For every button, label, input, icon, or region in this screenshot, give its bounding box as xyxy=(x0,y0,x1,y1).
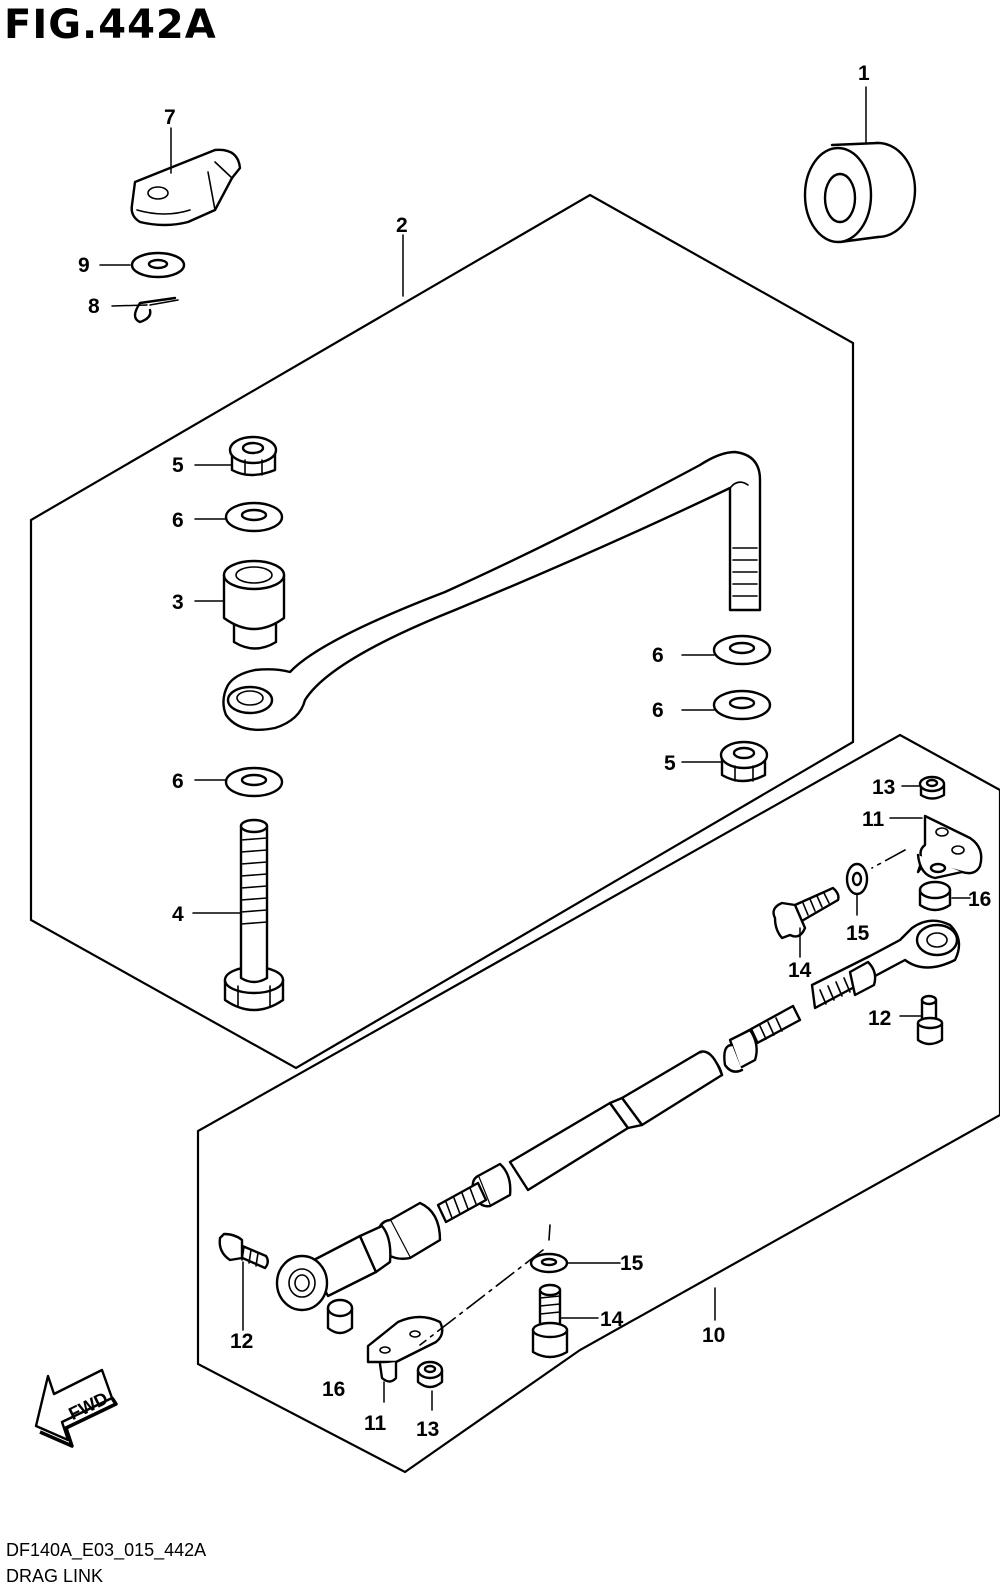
callout-5-upper[interactable]: 5 xyxy=(172,454,184,477)
rod-assembly-part-10[interactable] xyxy=(376,1004,802,1260)
callout-12-right[interactable]: 12 xyxy=(868,1007,891,1030)
washer-part-15-lower[interactable] xyxy=(529,1252,569,1274)
callout-13-upper[interactable]: 13 xyxy=(872,776,895,799)
bolt-part-12-left[interactable] xyxy=(218,1232,269,1270)
bolt-part-14-lower[interactable] xyxy=(531,1283,569,1359)
washer-part-6-top[interactable] xyxy=(224,501,284,533)
callout-6-lower[interactable]: 6 xyxy=(172,770,184,793)
callout-15-upper[interactable]: 15 xyxy=(846,922,870,945)
bolt-part-12-right[interactable] xyxy=(916,994,944,1046)
leader-lines xyxy=(99,86,971,1411)
callout-13-lower[interactable]: 13 xyxy=(416,1418,439,1441)
callout-6-top[interactable]: 6 xyxy=(172,509,184,532)
nut-part-13-upper[interactable] xyxy=(918,775,946,800)
callout-16-upper[interactable]: 16 xyxy=(968,888,991,911)
nut-part-5-upper[interactable] xyxy=(228,435,278,477)
group-box-rod-assembly xyxy=(196,733,1000,1474)
callout-11-lower[interactable]: 11 xyxy=(364,1412,387,1435)
callout-11-upper[interactable]: 11 xyxy=(862,808,885,831)
bracket-part-11-lower[interactable] xyxy=(366,1315,444,1383)
footer-drawing-name: DRAG LINK xyxy=(6,1566,104,1586)
rod-end-part-10-lower[interactable] xyxy=(275,1224,392,1312)
callout-7[interactable]: 7 xyxy=(164,106,176,129)
callout-14-lower[interactable]: 14 xyxy=(600,1308,624,1331)
callout-14-upper[interactable]: 14 xyxy=(788,959,812,982)
callout-4[interactable]: 4 xyxy=(172,903,184,926)
callout-3[interactable]: 3 xyxy=(172,591,184,614)
grommet-part-1[interactable] xyxy=(803,141,917,244)
callout-16-lower[interactable]: 16 xyxy=(322,1378,345,1401)
washer-part-15-upper[interactable] xyxy=(845,862,869,896)
callout-1[interactable]: 1 xyxy=(858,62,870,85)
bracket-part-11-upper[interactable] xyxy=(916,814,983,880)
callout-12-left[interactable]: 12 xyxy=(230,1330,253,1353)
callout-6-right-upper[interactable]: 6 xyxy=(652,644,664,667)
drag-link-rod-part-2[interactable] xyxy=(222,450,762,732)
washer-part-6-right-lower[interactable] xyxy=(712,689,772,721)
callout-8[interactable]: 8 xyxy=(88,295,100,318)
figure-title: FIG.442A xyxy=(4,2,217,48)
assembly-line-lower xyxy=(419,1224,551,1346)
callout-15-lower[interactable]: 15 xyxy=(620,1252,644,1275)
footer-drawing-code: DF140A_E03_015_442A xyxy=(6,1540,207,1560)
assembly-line-upper xyxy=(871,849,906,869)
spacer-part-16-upper[interactable] xyxy=(918,880,952,912)
spacer-part-16-lower[interactable] xyxy=(326,1298,354,1335)
nut-part-13-lower[interactable] xyxy=(416,1360,444,1389)
joint-part-7[interactable] xyxy=(130,148,242,227)
callout-5-lower[interactable]: 5 xyxy=(664,752,676,775)
cotter-pin-part-8[interactable] xyxy=(133,296,179,324)
washer-part-6-lower[interactable] xyxy=(224,766,284,798)
fwd-arrow-icon: FWD xyxy=(34,1368,118,1448)
washer-part-9[interactable] xyxy=(130,251,186,279)
rod-end-part-10-upper[interactable] xyxy=(810,919,961,1010)
bolt-part-4[interactable] xyxy=(223,818,285,1012)
bolt-part-14-upper[interactable] xyxy=(772,886,840,940)
callout-10[interactable]: 10 xyxy=(702,1324,725,1347)
collar-part-3[interactable] xyxy=(222,559,286,650)
callout-6-right-lower[interactable]: 6 xyxy=(652,699,664,722)
group-box-drag-link xyxy=(29,193,855,1070)
callout-9[interactable]: 9 xyxy=(78,254,90,277)
callout-2[interactable]: 2 xyxy=(396,214,408,237)
nut-part-5-lower[interactable] xyxy=(719,740,769,783)
washer-part-6-right-upper[interactable] xyxy=(712,634,772,666)
